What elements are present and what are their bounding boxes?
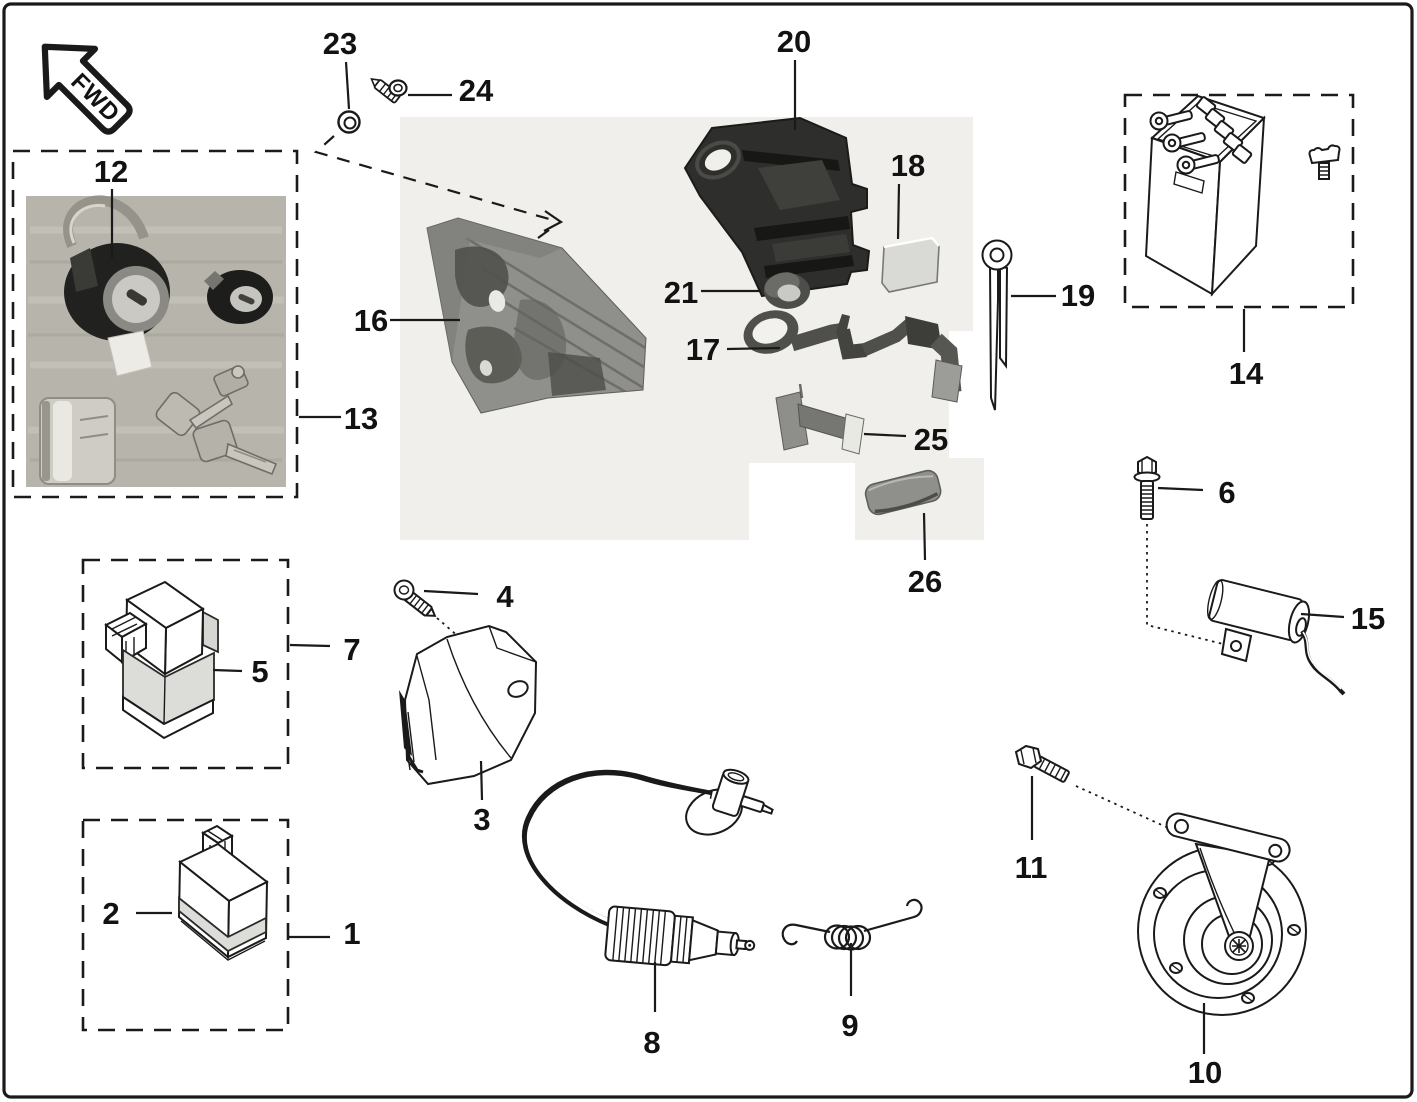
fwd-arrow-icon — [41, 43, 133, 135]
ignition-switch-photo-box: 12 13 — [11, 149, 378, 499]
callout-14: 14 — [1229, 356, 1264, 391]
flasher-relay-drawing-part-2 — [177, 824, 269, 961]
horn-part-10: 10 — [1137, 812, 1307, 1090]
callout-26: 26 — [908, 564, 942, 599]
callout-13: 13 — [344, 401, 378, 436]
bolt-part-11: 11 — [1015, 744, 1187, 885]
callout-20: 20 — [777, 24, 811, 59]
callout-3: 3 — [473, 802, 490, 837]
callout-1: 1 — [343, 916, 360, 951]
callout-24: 24 — [459, 73, 494, 108]
flasher-box-part-1: 2 1 — [81, 818, 361, 1032]
callout-9: 9 — [841, 1008, 858, 1043]
callout-12: 12 — [94, 154, 128, 189]
pointer-dashed-line — [313, 135, 564, 239]
callout-4: 4 — [496, 579, 514, 614]
rubber-holder-photo-part-20: 20 — [683, 24, 871, 298]
screw-part-24: 24 — [370, 73, 494, 108]
callout-7: 7 — [343, 632, 360, 667]
callout-8: 8 — [643, 1025, 660, 1060]
callout-18: 18 — [891, 148, 925, 183]
grommet-part-21: 21 — [664, 272, 810, 310]
spark-plug-cap-part-8: 8 — [521, 768, 774, 1060]
fwd-direction-badge: FWD — [41, 43, 133, 135]
relay-box-part-7: 5 7 — [81, 558, 361, 770]
pad-photo-part-26: 26 — [864, 469, 942, 599]
callout-10: 10 — [1188, 1055, 1222, 1090]
callout-19: 19 — [1061, 278, 1095, 313]
ignition-switch-photo — [26, 195, 286, 487]
callout-6: 6 — [1218, 475, 1235, 510]
condenser-part-15: 15 — [1206, 579, 1385, 696]
callout-15: 15 — [1351, 601, 1385, 636]
callout-23: 23 — [323, 26, 357, 61]
clip-photo-part-25: 25 — [775, 383, 948, 457]
cotter-pin-part-19: 19 — [981, 239, 1095, 411]
battery-drawing — [1144, 94, 1341, 297]
relay-drawing-part-5 — [104, 580, 219, 740]
callout-5: 5 — [251, 654, 268, 689]
callout-25: 25 — [914, 422, 948, 457]
battery-box-part-14: 14 — [1123, 93, 1355, 391]
spring-part-9: 9 — [781, 898, 923, 1043]
regulator-part-3: 3 — [399, 624, 538, 837]
callout-11: 11 — [1015, 850, 1048, 885]
mount-bracket-photo-part-17: 17 — [686, 310, 963, 403]
flange-bolt-part-6: 6 — [1133, 455, 1236, 647]
callout-2: 2 — [102, 896, 119, 931]
callout-16: 16 — [354, 303, 388, 338]
washer-part-23: 23 — [323, 26, 361, 134]
rubber-pad-part-18: 18 — [881, 148, 940, 293]
callout-21: 21 — [664, 275, 698, 310]
callout-17: 17 — [686, 332, 720, 367]
